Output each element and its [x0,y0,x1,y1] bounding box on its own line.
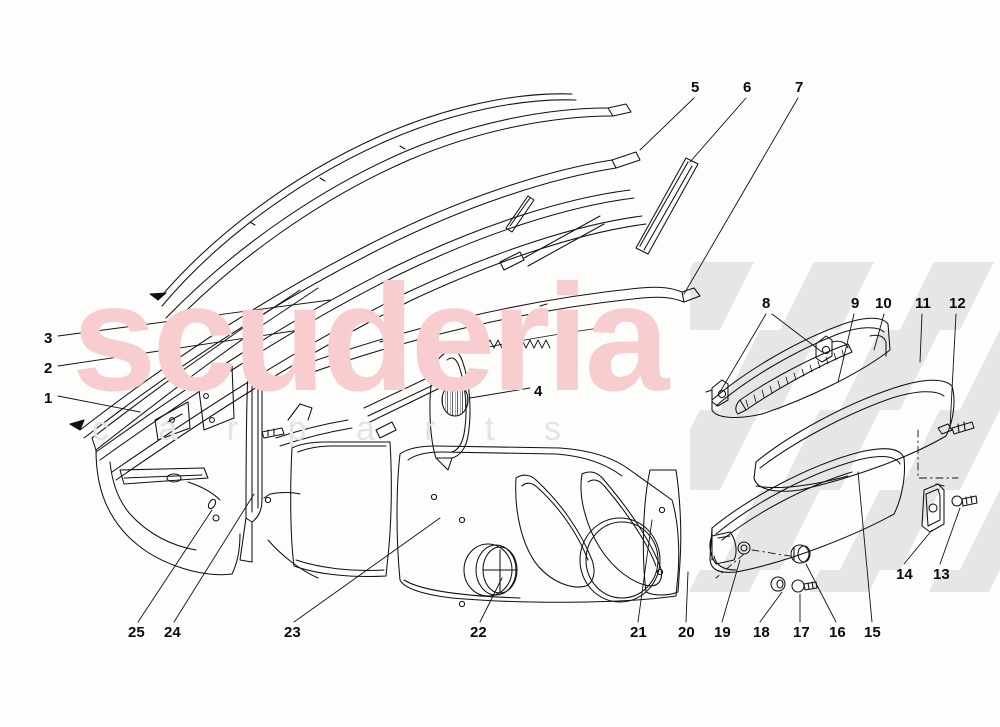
part-handle-washer [770,576,786,592]
part-bracket-fixing-screw [951,495,978,507]
callout-label-13: 13 [933,566,950,583]
callout-label-20: 20 [678,624,695,641]
part-armrest-clip-right [815,335,849,363]
part-a-pillar-door-frame [91,287,319,576]
part-b-pillar-trim-strip [239,359,263,563]
part-roof-moulding-upper [149,93,577,307]
part-pocket-trim-left [515,474,595,588]
part-window-guide-short [505,195,535,233]
part-seal-hatch-detail [465,327,601,353]
callout-label-1: 1 [44,390,53,407]
callout-label-10: 10 [875,295,892,312]
part-sill-panel [263,403,353,579]
part-belt-weatherstrip-outer [299,286,701,377]
part-pocket-trim-right [580,471,663,587]
callout-label-4: 4 [534,383,543,400]
watermark-brand: scuderia [72,253,669,423]
callout-label-11: 11 [915,295,931,312]
callout-label-23: 23 [284,624,301,641]
part-speaker-grille-ring [463,543,518,597]
part-pin-small [261,427,285,439]
callout-label-3: 3 [44,330,53,347]
callout-label-16: 16 [829,624,846,641]
callout-label-7: 7 [795,79,804,96]
part-armrest-upper-pad [753,379,955,492]
callout-label-15: 15 [864,624,881,641]
callout-label-25: 25 [128,624,145,641]
part-armrest-insert-rail [735,343,853,415]
callout-label-22: 22 [470,624,487,641]
part-door-panel-main [396,445,682,608]
callout-label-21: 21 [630,624,647,641]
part-armrest-clip-left [705,379,729,407]
part-armrest-frame [711,317,891,419]
callout-label-6: 6 [743,79,752,96]
callout-label-18: 18 [753,624,770,641]
guide-dash-handle [715,549,791,579]
callout-label-5: 5 [691,79,700,96]
callout-label-2: 2 [44,360,53,377]
part-handle-fixing-screw [791,579,818,593]
watermark-subtitle: c a r p a r t s [92,410,581,448]
callout-label-19: 19 [714,624,731,641]
callout-label-8: 8 [762,295,771,312]
part-mirror-triangle-trim [429,350,471,471]
callout-label-9: 9 [851,295,860,312]
part-door-pull-handle [709,448,905,573]
callout-label-14: 14 [896,566,913,583]
part-door-trim-panel [290,441,392,578]
callout-label-17: 17 [793,624,810,641]
part-armrest-fixing-screw [937,421,975,435]
callout-label-12: 12 [949,295,966,312]
part-door-pull-bracket [921,483,945,533]
part-handle-end-cap [709,531,737,565]
callout-leaders [57,97,961,623]
part-handle-plug-cap [790,544,811,564]
part-roof-moulding-lower [69,151,641,439]
callout-label-24: 24 [164,624,181,641]
part-window-guide-rear [635,157,699,255]
checkered-flag-icon [690,262,1000,592]
part-door-panel-lower-trim [642,469,682,596]
part-roof-moulding-mid [165,103,632,327]
